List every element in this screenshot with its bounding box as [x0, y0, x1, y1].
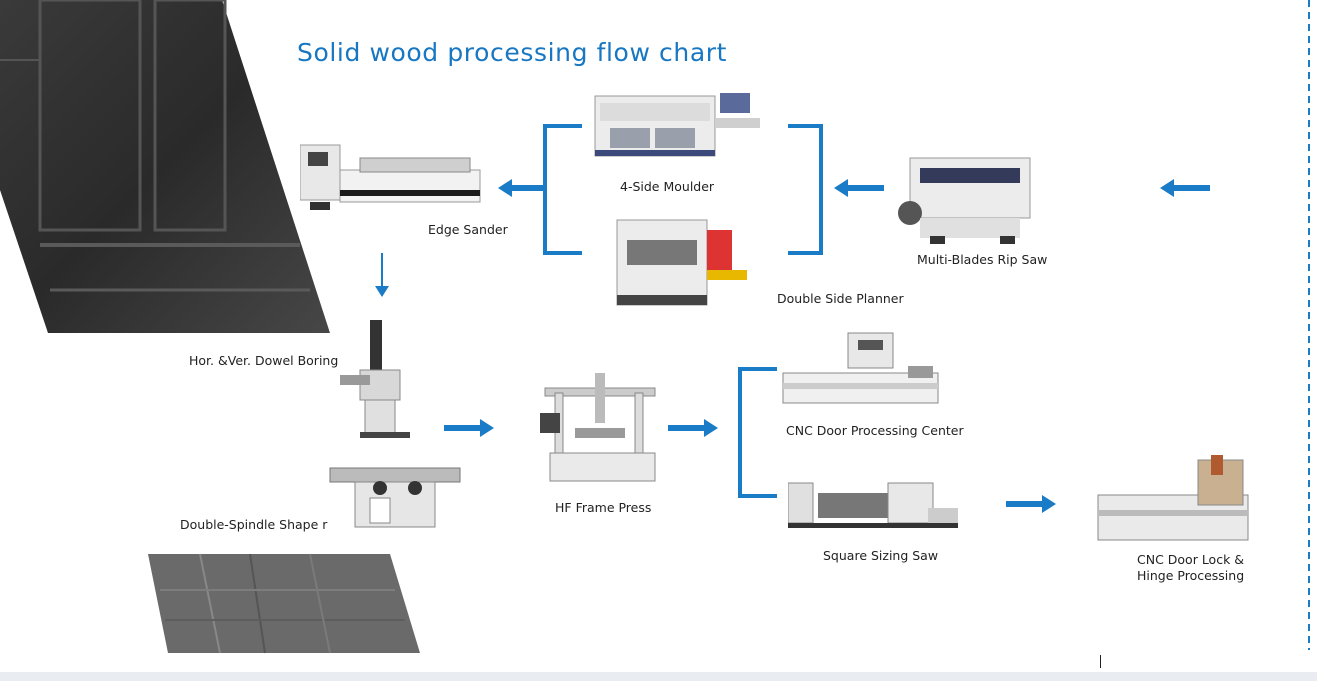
arrow-right-1 — [444, 419, 494, 437]
dowel-boring-image — [340, 320, 410, 438]
arrow-left-1 — [1160, 179, 1210, 197]
hf-frame-press-image — [540, 373, 656, 482]
label-multi-blades-rip-saw: Multi-Blades Rip Saw — [917, 252, 1048, 267]
multi-blades-rip-saw-image — [898, 157, 1031, 244]
arrow-right-3 — [1006, 495, 1056, 513]
label-square-sizing-saw: Square Sizing Saw — [823, 548, 939, 563]
label-dowel-boring: Hor. &Ver. Dowel Boring — [189, 353, 339, 368]
label-cnc-door-lock-line2: Hinge Processing — [1137, 568, 1245, 583]
label-four-side-moulder: 4-Side Moulder — [620, 179, 715, 194]
bottom-bar — [0, 672, 1317, 681]
arrow-left-2 — [834, 179, 884, 197]
label-hf-frame-press: HF Frame Press — [555, 500, 652, 515]
arrow-right-2 — [668, 419, 718, 437]
door-photo-background — [0, 0, 330, 333]
label-cnc-door-processing-center: CNC Door Processing Center — [786, 423, 964, 438]
square-sizing-saw-image — [788, 482, 958, 528]
label-cnc-door-lock-line1: CNC Door Lock & — [1137, 552, 1245, 567]
parquet-photo-background — [148, 553, 420, 654]
arrow-left-3 — [498, 179, 544, 197]
four-side-moulder-image — [594, 93, 760, 157]
page-title: Solid wood processing flow chart — [297, 38, 728, 67]
label-double-spindle-shaper: Double-Spindle Shape r — [180, 517, 328, 532]
cnc-door-processing-center-image — [782, 332, 939, 404]
left-bracket-bottom — [738, 367, 777, 498]
right-bracket-top — [788, 124, 823, 255]
label-edge-sander: Edge Sander — [428, 222, 508, 237]
arrow-down-1 — [375, 253, 389, 297]
left-bracket-top — [543, 124, 582, 255]
double-side-planner-image — [616, 219, 747, 306]
right-dashed-border — [1308, 0, 1310, 650]
label-double-side-planner: Double Side Planner — [777, 291, 904, 306]
text-cursor — [1100, 655, 1101, 668]
cnc-door-lock-hinge-image — [1097, 455, 1249, 541]
edge-sander-image — [300, 144, 481, 210]
double-spindle-shaper-image — [329, 467, 461, 528]
